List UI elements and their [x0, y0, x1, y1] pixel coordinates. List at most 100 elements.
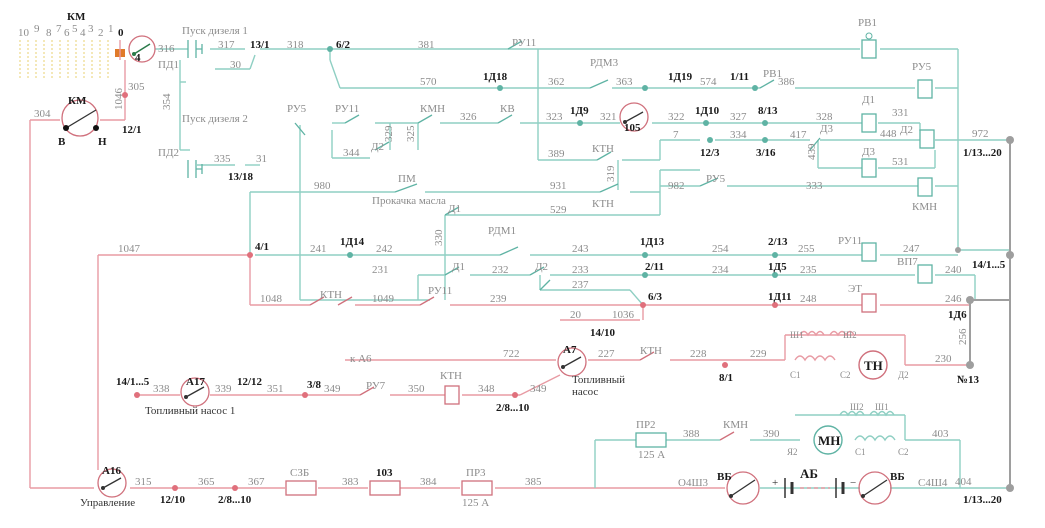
auto-switch-105[interactable]: 105 — [619, 102, 649, 134]
rating-pr3: 125 А — [462, 497, 489, 509]
terminal: 1Д9 — [570, 105, 589, 117]
controller-km[interactable]: КМ 10 9 8 7 6 5 4 3 2 1 0 — [18, 11, 125, 80]
auto-switch-4[interactable]: 4 — [128, 35, 156, 64]
coil-ktn — [444, 385, 460, 405]
wire-number: 389 — [548, 148, 565, 160]
auto-switch-a16[interactable]: А16 — [97, 465, 127, 498]
wire-number: 329 — [383, 125, 395, 142]
label-sh2: Ш2 — [850, 402, 864, 412]
label-fuse103: 103 — [376, 467, 393, 479]
wire-number: 254 — [712, 243, 729, 255]
coil-d2 — [919, 129, 935, 149]
label-sz5: СЗБ — [290, 467, 309, 479]
switch-number: 4 — [135, 52, 141, 64]
switch-number: А16 — [102, 465, 121, 477]
wire-number: 931 — [550, 180, 567, 192]
label-ru11: РУ11 — [335, 103, 359, 115]
label-rdm3: РДМ3 — [590, 57, 619, 69]
label-pm: ПМ — [398, 173, 416, 185]
wire-number: 323 — [546, 111, 563, 123]
terminal: 1/11 — [730, 71, 749, 83]
terminal: 2/13 — [768, 236, 788, 248]
wire-number: 384 — [420, 476, 437, 488]
wire-number: 246 — [945, 293, 962, 305]
auto-switch-a17[interactable]: А17 — [180, 376, 210, 407]
terminal: 1/13...20 — [963, 494, 1002, 506]
label-pd1: ПД1 — [158, 59, 179, 71]
label-ktn: КТН — [592, 198, 614, 210]
controller-position: 0 — [118, 27, 124, 39]
wire-number: 570 — [420, 76, 437, 88]
label-pd2: ПД2 — [158, 147, 179, 159]
fuse-pr2 — [635, 432, 667, 448]
label-c2: С2 — [898, 447, 909, 457]
label-ru11: РУ11 — [428, 285, 452, 297]
wire-number: 404 — [955, 476, 972, 488]
reverser-km[interactable]: КМ В Н — [58, 95, 107, 148]
wire-number: 354 — [161, 93, 173, 110]
wire-number: 318 — [287, 39, 304, 51]
wire-number: 331 — [892, 107, 909, 119]
terminal-dots — [122, 46, 1014, 492]
label-d1: Д1 — [448, 203, 461, 215]
terminal: 1Д13 — [640, 236, 665, 248]
terminal: 1Д10 — [695, 105, 720, 117]
label-ru7: РУ7 — [366, 380, 386, 392]
reverser-forward: В — [58, 136, 66, 148]
terminal: 12/10 — [160, 494, 186, 506]
wire-number: 322 — [668, 111, 685, 123]
wire-number: 243 — [572, 243, 589, 255]
label-sh2: Ш2 — [843, 330, 857, 340]
component-labels: ПД1 ПД2 РУ11 РДМ3 РВ1 РВ1 РУ5 РУ5 РУ11 К… — [158, 17, 948, 489]
coil-ru5 — [917, 79, 933, 99]
label-d3: Д3 — [820, 123, 834, 135]
label-c1: С1 — [790, 370, 801, 380]
terminal: 2/8...10 — [218, 494, 252, 506]
controller-title: КМ — [67, 11, 86, 23]
wire-number: 349 — [324, 383, 341, 395]
wire-number: 334 — [730, 129, 747, 141]
coil-vp7 — [917, 264, 933, 284]
vb-label: ВБ — [717, 471, 732, 483]
label-kmn: КМН — [912, 201, 937, 213]
label-ya2: Я2 — [787, 447, 798, 457]
coil-ru11 — [861, 242, 877, 262]
wire-number: 232 — [492, 264, 509, 276]
wire-number: 448 — [880, 128, 897, 140]
wire-number: 233 — [572, 264, 589, 276]
terminal: 2/8...10 — [496, 402, 530, 414]
battery-switch-right[interactable]: ВБ — [858, 471, 905, 505]
auto-switch-a7[interactable]: А7 — [557, 344, 587, 377]
label-kmn: КМН — [723, 419, 748, 431]
wire-number: 7 — [673, 129, 679, 141]
wire-number: 230 — [935, 353, 952, 365]
label-ru5: РУ5 — [912, 61, 932, 73]
battery-switch-left[interactable]: ВБ — [717, 471, 760, 505]
terminal: 8/1 — [719, 372, 733, 384]
controller-position: 4 — [80, 27, 86, 39]
wire-number: 242 — [376, 243, 393, 255]
terminal: 4/1 — [255, 241, 269, 253]
wire-number: 20 — [570, 309, 582, 321]
terminal: 1Д19 — [668, 71, 693, 83]
terminal: 1/13...20 — [963, 147, 1002, 159]
wire-number: 980 — [314, 180, 331, 192]
terminal: 1Д6 — [948, 309, 967, 321]
controller-position: 9 — [34, 23, 40, 35]
terminal: 13/18 — [228, 171, 254, 183]
reverser-backward: Н — [98, 136, 107, 148]
wire-number: 327 — [730, 111, 747, 123]
wire-number: 247 — [903, 243, 920, 255]
wire-number: 982 — [668, 180, 685, 192]
label-start-diesel-2: Пуск дизеля 2 — [182, 113, 248, 125]
wire-number: 315 — [135, 476, 152, 488]
battery-plus: + — [772, 477, 778, 489]
wire-number: 231 — [372, 264, 389, 276]
coil-d3 — [861, 158, 877, 178]
wire-number: 362 — [548, 76, 565, 88]
wire-number: 256 — [957, 328, 969, 345]
label-d2: Д2 — [371, 141, 384, 153]
label-ktn: КТН — [592, 143, 614, 155]
wire-number: 248 — [800, 293, 817, 305]
